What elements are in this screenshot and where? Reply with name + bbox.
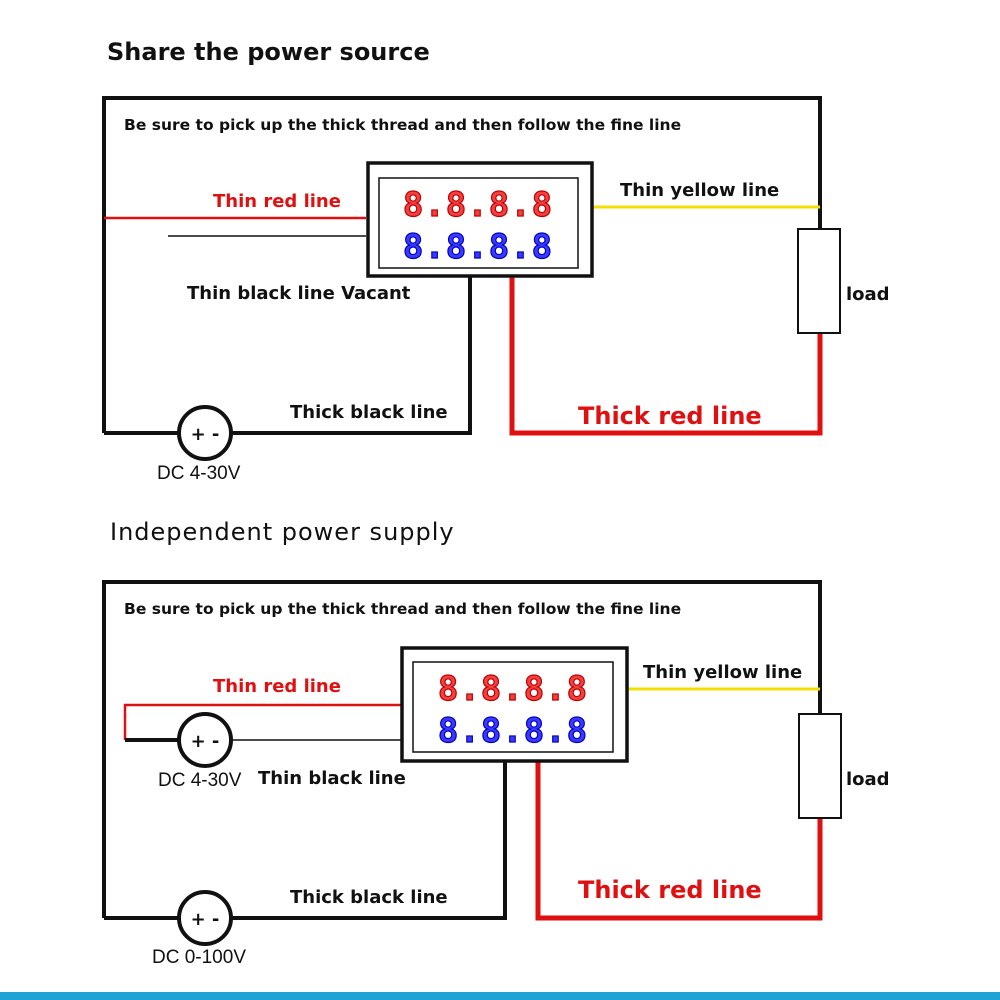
diagram2-thick-red-wire xyxy=(535,760,823,921)
bottom-accent-bar xyxy=(0,992,1000,1000)
diagram1-thick-black-wire xyxy=(232,274,472,435)
diagram1-load-label: load xyxy=(846,284,890,305)
diagram1-dc-source-icon xyxy=(177,405,233,461)
diagram1-frame-wire xyxy=(102,96,822,433)
diagram2-thin-yellow-label: Thin yellow line xyxy=(643,662,802,683)
diagram1-note: Be sure to pick up the thick thread and … xyxy=(124,116,681,134)
diagram2-dc-source2-label: DC 0-100V xyxy=(152,947,246,968)
diagram2-dc-source1-polarity: + - xyxy=(191,731,220,752)
diagram1-thin-yellow-label: Thin yellow line xyxy=(620,180,779,201)
diagram2-current-display: 8.8.8.8 xyxy=(438,711,588,751)
diagram2-load-label: load xyxy=(846,769,890,790)
diagram1-thick-black-label: Thick black line xyxy=(290,402,448,423)
diagram2-dc-source1-icon xyxy=(177,712,233,768)
diagram2-load-resistor xyxy=(798,713,842,819)
diagram1-load-resistor xyxy=(797,228,841,334)
diagram1-thin-black-label: Thin black line Vacant xyxy=(187,283,411,304)
diagram1-current-display: 8.8.8.8 xyxy=(403,227,553,267)
diagram2-thick-red-label: Thick red line xyxy=(578,876,762,904)
diagram2-meter-screen xyxy=(412,661,614,753)
diagram1-voltage-display: 8.8.8.8 xyxy=(403,185,553,225)
diagram2-note: Be sure to pick up the thick thread and … xyxy=(124,600,681,618)
diagram1-meter-screen xyxy=(378,177,579,269)
diagram2-frame-wire xyxy=(102,580,822,918)
diagram1-dc-source-label: DC 4-30V xyxy=(157,463,241,484)
diagram2-dc-source2-polarity: + - xyxy=(191,909,220,930)
diagram2-voltage-display: 8.8.8.8 xyxy=(438,669,588,709)
diagram1-thick-red-label: Thick red line xyxy=(578,402,762,430)
diagram2-thin-black-label: Thin black line xyxy=(258,768,406,789)
diagram1-thin-red-label: Thin red line xyxy=(213,191,341,212)
diagram1-title: Share the power source xyxy=(107,38,430,66)
diagram2-thick-black-label: Thick black line xyxy=(290,887,448,908)
diagram2-thin-red-wire xyxy=(123,703,401,740)
diagram-share-power-source: Share the power source Be sure to pick u… xyxy=(102,38,890,484)
diagram2-thick-black-wire xyxy=(232,760,507,920)
diagram2-dc-source2-icon xyxy=(177,890,233,946)
diagram2-title: Independent power supply xyxy=(110,518,455,546)
diagram2-dc-source1-label: DC 4-30V xyxy=(158,770,242,791)
diagram2-thin-red-label: Thin red line xyxy=(213,676,341,697)
diagram-independent-power-supply: Independent power supply Be sure to pick… xyxy=(102,518,890,968)
diagram1-thick-red-wire xyxy=(509,276,823,436)
diagram1-dc-source-polarity: + - xyxy=(191,424,220,445)
